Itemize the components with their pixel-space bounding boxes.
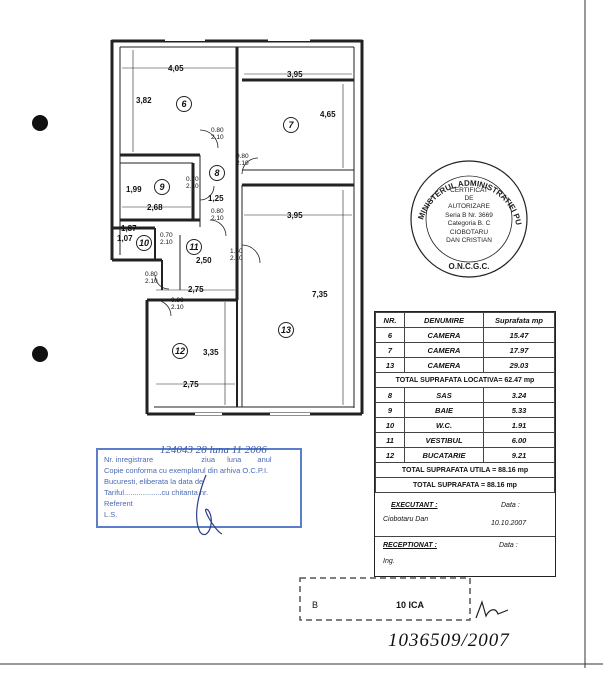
room-number-8: 8 bbox=[209, 165, 225, 181]
handwritten-registration-number: 1036509/2007 bbox=[388, 630, 510, 651]
door-label: 0.80 2.10 bbox=[211, 208, 224, 222]
executant-name: Ciobotaru Dan bbox=[383, 516, 429, 523]
bottom-stamp-text1: B bbox=[312, 600, 319, 610]
punch-hole-bottom bbox=[32, 346, 48, 362]
signature-scribble bbox=[196, 474, 223, 535]
stamp-line2: Copie conforma cu exemplarul din arhiva … bbox=[104, 466, 269, 475]
room-number-9: 9 bbox=[154, 179, 170, 195]
header-denumire: DENUMIRE bbox=[404, 312, 484, 328]
receptionat-label: RECEPTIONAT : bbox=[383, 542, 437, 549]
room-number-6: 6 bbox=[176, 96, 192, 112]
dim-room12-width-top: 2,75 bbox=[188, 285, 204, 294]
dim-room11-width: 2,50 bbox=[196, 256, 212, 265]
seal-line: DE bbox=[464, 195, 474, 202]
receptionat-name: Ing. bbox=[383, 558, 395, 565]
room-number-12: 12 bbox=[172, 343, 188, 359]
stamp-line4: Tariful..................cu chitanta nr. bbox=[104, 488, 209, 497]
initials-scribble bbox=[475, 600, 509, 619]
dim-room6-width: 4,05 bbox=[168, 64, 184, 73]
bottom-stamp-frame bbox=[299, 577, 471, 621]
dim-room7-width: 3,95 bbox=[287, 70, 303, 79]
total-utila: TOTAL SUPRAFATA UTILA = 88.16 mp bbox=[375, 462, 555, 478]
dim-room10-width: 1,87 bbox=[121, 224, 137, 233]
seal-line: AUTORIZARE bbox=[448, 203, 490, 210]
door-label: 0.70 2.10 bbox=[160, 232, 173, 246]
total-suprafata: TOTAL SUPRAFATA = 88.16 mp bbox=[375, 477, 555, 493]
door-label: 0.70 2.10 bbox=[186, 176, 199, 190]
door-label: 0.80 2.10 bbox=[236, 153, 249, 167]
seal-line: Categoria B. C bbox=[448, 220, 491, 227]
dim-room8-width: 1,25 bbox=[208, 194, 224, 203]
dim-room9-width: 2,68 bbox=[147, 203, 163, 212]
stamp-handwritten-reg: 124043 28 luna 11 2006 bbox=[160, 444, 267, 456]
door-label: 1.50 2.10 bbox=[230, 248, 243, 262]
dim-room12-width-bottom: 2,75 bbox=[183, 380, 199, 389]
dim-room13-width: 3,95 bbox=[287, 211, 303, 220]
room-number-13: 13 bbox=[278, 322, 294, 338]
executant-date: 10.10.2007 bbox=[491, 520, 527, 527]
seal-line: CERTIFICAT bbox=[450, 187, 488, 194]
door-label: 0.80 2.10 bbox=[145, 271, 158, 285]
door-label: 0.80 2.10 bbox=[171, 297, 184, 311]
header-suprafata: Suprafata mp bbox=[483, 312, 555, 328]
dim-room9-height: 1,99 bbox=[126, 185, 142, 194]
seal-line: Seria B Nr. 3669 bbox=[445, 212, 493, 219]
room-number-7: 7 bbox=[283, 117, 299, 133]
door-label: 0.80 2.10 bbox=[211, 127, 224, 141]
dim-room6-height: 3,82 bbox=[136, 96, 152, 105]
receptionat-data-label: Data : bbox=[499, 542, 518, 549]
executant-label: EXECUTANT : bbox=[391, 502, 438, 509]
seal-line: DAN CRISTIAN bbox=[446, 237, 492, 244]
bottom-stamp-text2: 10 ICA bbox=[396, 600, 425, 610]
seal-bottom-text: O.N.C.G.C. bbox=[449, 262, 490, 271]
stamp-line6: L.S. bbox=[104, 510, 118, 519]
header-nr: NR. bbox=[375, 312, 405, 328]
room-number-10: 10 bbox=[136, 235, 152, 251]
certification-seal: MINISTERUL ADMINISTRATIEI PUBLICE CERTIF… bbox=[408, 158, 528, 278]
dim-room7-height: 4,65 bbox=[320, 110, 336, 119]
total-locativa: TOTAL SUPRAFATA LOCATIVA= 62.47 mp bbox=[375, 372, 555, 388]
executant-data-label: Data : bbox=[501, 502, 520, 509]
room-number-11: 11 bbox=[186, 239, 202, 255]
dim-room10-height: 1,07 bbox=[117, 234, 133, 243]
stamp-line1: Nr. inregistrare ziua luna anul bbox=[104, 455, 272, 464]
stamp-line5: Referent bbox=[104, 499, 133, 508]
registration-stamp: Nr. inregistrare ziua luna anul 124043 2… bbox=[96, 444, 302, 528]
dim-room12-height: 3,35 bbox=[203, 348, 219, 357]
punch-hole-top bbox=[32, 115, 48, 131]
dim-room13-height: 7,35 bbox=[312, 290, 328, 299]
seal-line: CIOBOTARU bbox=[450, 229, 488, 236]
stamp-line3: Bucuresti, eliberata la data de bbox=[104, 477, 204, 486]
